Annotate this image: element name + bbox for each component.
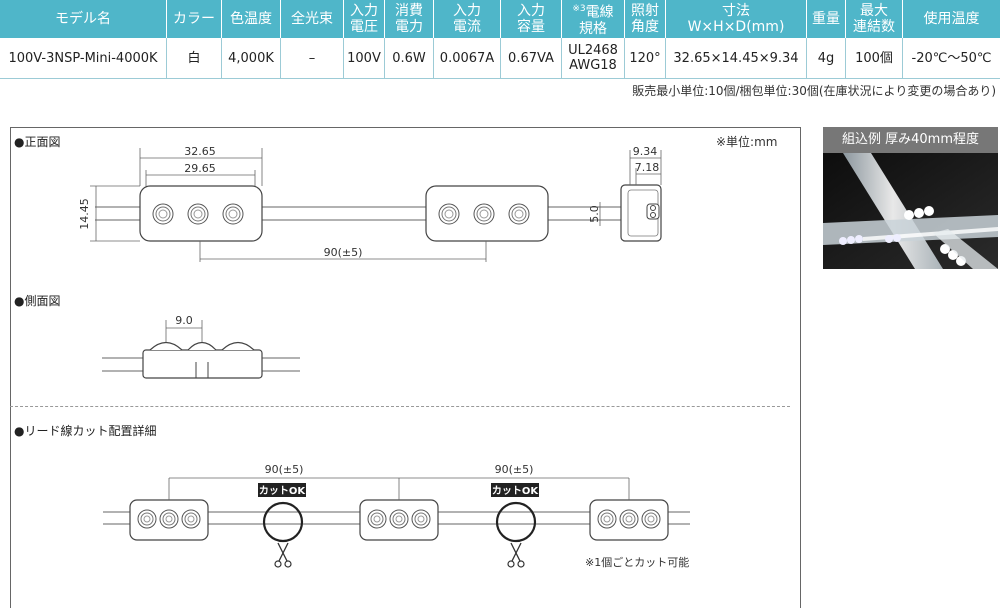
cell-angle: 120° — [624, 38, 666, 79]
cut-note: ※1個ごとカット可能 — [585, 555, 689, 569]
header-color: カラー — [166, 0, 222, 38]
header-cct: 色温度 — [221, 0, 281, 38]
header-temp: 使用温度 — [902, 0, 1000, 38]
cut-zone-circle — [495, 501, 537, 543]
cell-voltage: 100V — [343, 38, 385, 79]
dim-width: 32.65 — [184, 145, 216, 158]
cell-flux: – — [280, 38, 344, 79]
header-max: 最大連結数 — [845, 0, 903, 38]
dim-depth: 9.34 — [633, 145, 658, 158]
installation-photo — [823, 153, 998, 269]
dim-pitch: 90(±5) — [324, 246, 363, 259]
cell-temp: -20℃〜50℃ — [902, 38, 1000, 79]
lead-cut-view: 90(±5) 90(±5) カットOK カットOK ※1個ごとカット可能 — [103, 463, 690, 569]
module-side-profile — [142, 349, 263, 379]
lead-cut-title: ●リード線カット配置詳細 — [14, 424, 157, 438]
scissors-icon — [274, 542, 292, 568]
cut-ok-badge — [258, 483, 306, 497]
module-end-view — [620, 184, 662, 242]
cell-color: 白 — [166, 38, 222, 79]
cut-ok-label: カットOK — [259, 485, 307, 497]
cut-zone-circle — [262, 501, 304, 543]
dim-pitch-2: 90(±5) — [495, 463, 534, 476]
header-weight: 重量 — [806, 0, 846, 38]
dim-side: 9.0 — [175, 314, 193, 327]
side-view-title: ●側面図 — [14, 294, 61, 308]
cut-ok-badge — [491, 483, 539, 497]
drawing-frame — [10, 127, 801, 608]
spec-header-row: モデル名 カラー 色温度 全光束 入力電圧 消費電力 入力電流 入力容量 ※3電… — [0, 0, 1000, 38]
cell-current: 0.0067A — [433, 38, 501, 79]
header-angle: 照射角度 — [624, 0, 666, 38]
dim-lead: 5.0 — [588, 205, 601, 223]
cell-power: 0.6W — [384, 38, 434, 79]
header-power: 消費電力 — [384, 0, 434, 38]
cut-ok-label: カットOK — [492, 485, 540, 497]
scissors-icon — [507, 542, 525, 568]
unit-note: ※単位:mm — [716, 135, 778, 149]
dim-pitch-1: 90(±5) — [265, 463, 304, 476]
table-row: 100V-3NSP-Mini-4000K 白 4,000K – 100V 0.6… — [0, 38, 1000, 79]
cell-weight: 4g — [806, 38, 846, 79]
cell-max: 100個 — [845, 38, 903, 79]
dim-inner: 29.65 — [184, 162, 216, 175]
cell-dim: 32.65×14.45×9.34 — [665, 38, 807, 79]
cell-capacity: 0.67VA — [500, 38, 562, 79]
header-wire: ※3電線規格 — [561, 0, 625, 38]
sales-unit-note: 販売最小単位:10個/梱包単位:30個(在庫状況により変更の場合あり) — [632, 84, 996, 98]
cell-cct: 4,000K — [221, 38, 281, 79]
spec-table: モデル名 カラー 色温度 全光束 入力電圧 消費電力 入力電流 入力容量 ※3電… — [0, 0, 1000, 79]
side-view: 9.0 — [102, 314, 300, 379]
dim-height: 14.45 — [78, 198, 91, 230]
header-flux: 全光束 — [280, 0, 344, 38]
photo-title: 組込例 厚み40mm程度 — [823, 127, 998, 153]
header-current: 入力電流 — [433, 0, 501, 38]
front-view-title: ●正面図 — [14, 135, 61, 149]
dim-depth-inner: 7.18 — [635, 161, 660, 174]
header-capacity: 入力容量 — [500, 0, 562, 38]
cell-model: 100V-3NSP-Mini-4000K — [0, 38, 167, 79]
header-voltage: 入力電圧 — [343, 0, 385, 38]
front-view: 32.65 29.65 14.45 90(±5) 9.34 7.18 5 — [78, 145, 662, 262]
header-model: モデル名 — [0, 0, 167, 38]
section-divider — [10, 406, 790, 407]
